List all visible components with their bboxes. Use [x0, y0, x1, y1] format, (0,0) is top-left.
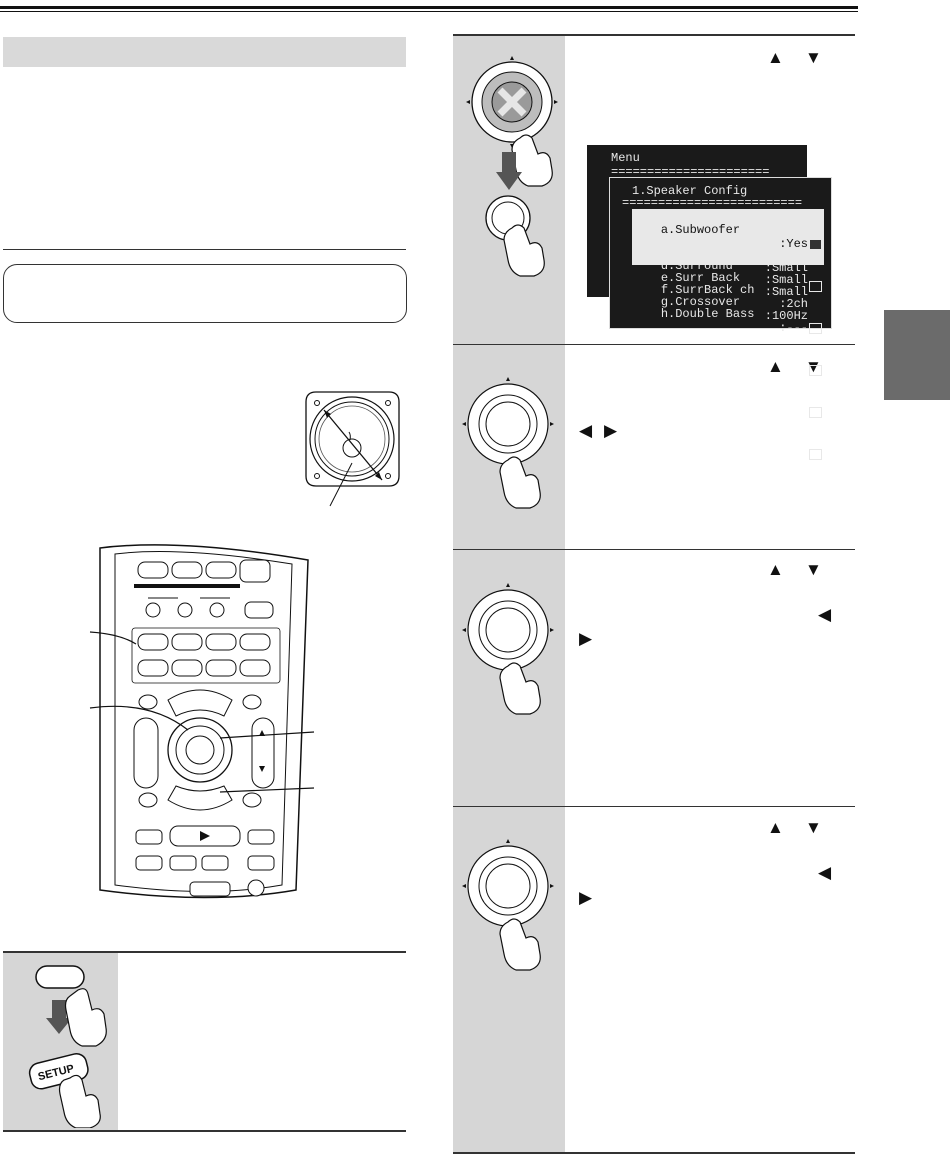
up-arrow-icon: ▲ — [767, 48, 784, 67]
down-arrow-icon: ▼ — [805, 818, 822, 837]
chapter-side-tab — [884, 310, 950, 400]
menu-item-value: :100Hz — [764, 309, 808, 323]
up-arrow-icon: ▲ — [767, 560, 784, 579]
menu-back-rule: ====================== — [611, 165, 770, 179]
menu-item-label: e.Surr Back — [660, 271, 741, 285]
menu-screen-front: 1.Speaker Config =======================… — [609, 177, 832, 460]
step3-dial-illustration — [462, 583, 554, 715]
step4-top-rule — [453, 806, 855, 807]
down-arrow-icon: ▼ — [805, 48, 822, 67]
menu-front-rule: ========================= — [622, 196, 803, 210]
left-arrow-icon: ◀ — [818, 605, 832, 624]
down-arrow-icon: ▼ — [805, 560, 822, 579]
menu-item: h.Double Bass :--- — [632, 293, 824, 349]
step1-dial-illustration — [466, 56, 558, 277]
right-arrow-icon: ▶ — [579, 629, 593, 648]
menu-item-label: a.Subwoofer — [660, 223, 741, 237]
menu-item: e.Surr Back :Small — [632, 257, 824, 313]
remote-callouts — [89, 631, 315, 793]
step-bottom-rule — [3, 1130, 406, 1132]
note-box — [3, 264, 407, 323]
menu-item: b.Front :Small — [632, 221, 824, 277]
step3-top-rule — [453, 549, 855, 550]
menu-item-selected: a.Subwoofer :Yes — [632, 209, 824, 265]
section-divider — [3, 249, 406, 250]
header-rule-thick — [0, 6, 858, 9]
step1-top-rule — [453, 34, 855, 36]
menu-item-label: h.Double Bass — [660, 307, 755, 321]
menu-front-title: 1.Speaker Config — [632, 184, 748, 198]
up-arrow-icon: ▲ — [767, 357, 784, 376]
right-arrow-icon: ▶ — [604, 421, 618, 440]
menu-item-value: :Small — [764, 249, 808, 263]
step4-dial-illustration — [462, 839, 554, 971]
up-arrow-icon: ▲ — [767, 818, 784, 837]
menu-item-value: :2ch — [779, 297, 808, 311]
menu-item: d.Surround :Small — [632, 245, 824, 301]
right-arrow-icon: ▶ — [579, 888, 593, 907]
menu-item-value: :Small — [764, 273, 808, 287]
step2-dial-illustration — [462, 377, 554, 509]
left-arrow-icon: ◀ — [579, 421, 593, 440]
section-heading-bar — [3, 37, 406, 67]
step2-top-rule — [453, 344, 855, 345]
menu-item: f.SurrBack ch :2ch — [632, 269, 824, 325]
step-top-rule — [3, 951, 406, 953]
menu-item-label: b.Front — [660, 235, 712, 249]
menu-item-value: :Small — [764, 285, 808, 299]
menu-item-value: :Small — [764, 261, 808, 275]
menu-item-label: g.Crossover — [660, 295, 741, 309]
steps-bottom-rule — [453, 1152, 855, 1154]
menu-item-label: f.SurrBack ch — [660, 283, 755, 297]
menu-item-value: :Yes — [779, 237, 808, 251]
menu-item-label: c.Center — [660, 247, 719, 261]
left-arrow-icon: ◀ — [818, 863, 832, 882]
setup-button-illustration: SETUP — [28, 965, 107, 1128]
menu-item: g.Crossover :100Hz — [632, 281, 824, 337]
menu-item-value: :--- — [779, 321, 808, 335]
header-rule-thin — [0, 11, 858, 12]
menu-item: c.Center :Small — [632, 233, 824, 289]
speaker-diagram — [305, 391, 400, 507]
menu-back-title: Menu — [611, 151, 640, 165]
menu-adjust-icons — [809, 211, 822, 460]
menu-item-label: d.Surround — [660, 259, 733, 273]
